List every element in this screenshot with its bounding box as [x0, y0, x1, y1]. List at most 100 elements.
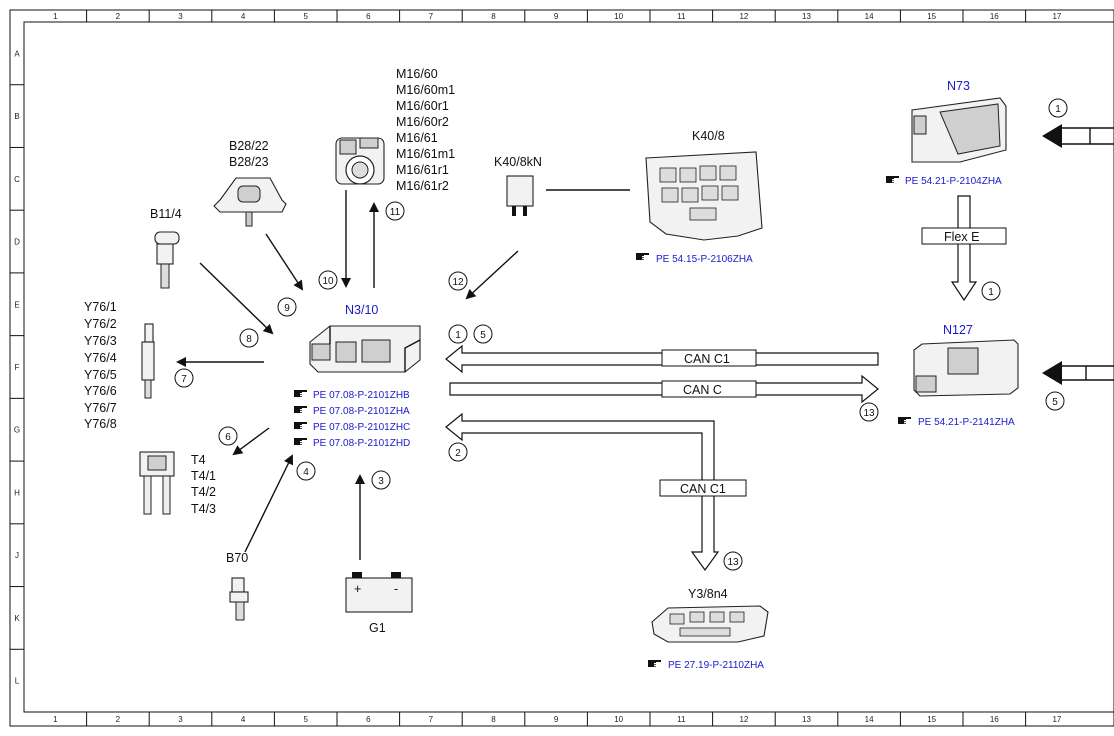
y3-8n4-label: Y3/8n4 — [688, 587, 728, 601]
n3-10-ref-3[interactable]: PE 07.08-P-2101ZHC — [313, 422, 410, 433]
grid-col-label: 8 — [491, 12, 496, 21]
k40-8-label: K40/8 — [692, 129, 725, 143]
n73-ref[interactable]: PE 54.21-P-2104ZHA — [905, 176, 1002, 187]
grid-col-label: 8 — [491, 715, 496, 724]
y3-8n4-ref[interactable]: PE 27.19-P-2110ZHA — [668, 660, 764, 671]
m16-label: M16/61m1 — [396, 147, 455, 161]
grid-col-label: 15 — [927, 12, 936, 21]
y76-label-list: Y76/1 Y76/2 Y76/3 Y76/4 Y76/5 Y76/6 Y76/… — [84, 300, 117, 431]
callout-markers: 8 9 10 11 12 7 6 4 3 1 5 2 13 13 1 1 5 — [174, 98, 1068, 571]
callout-10: 10 — [318, 270, 338, 290]
grid-col-label: 16 — [990, 715, 999, 724]
grid-col-label: 11 — [677, 715, 686, 724]
t4-label: T4 — [191, 453, 206, 467]
svg-text:10: 10 — [322, 276, 334, 287]
grid-col-label: 5 — [303, 715, 308, 724]
b11-4-sensor: B11/4 — [150, 207, 182, 289]
grid-col-label: 14 — [865, 715, 874, 724]
can-c1-down-label: CAN C1 — [680, 482, 726, 496]
grid-col-label: 13 — [802, 715, 811, 724]
pointing-hand-icon — [636, 253, 649, 260]
callout-7: 7 — [174, 368, 194, 388]
n3-10-ref-4[interactable]: PE 07.08-P-2101ZHD — [313, 438, 410, 449]
callout-13-can: 13 — [859, 402, 879, 422]
arrow-8 — [199, 262, 274, 335]
battery-minus-label: - — [394, 582, 398, 596]
grid-col-label: 6 — [366, 12, 371, 21]
k40-8-ref[interactable]: PE 54.15-P-2106ZHA — [656, 254, 753, 265]
m16-throttle-valve: M16/60 M16/60m1 M16/60r1 M16/60r2 M16/61… — [335, 67, 455, 193]
grid-col-label: 4 — [241, 715, 246, 724]
incoming-n127-arrow — [1042, 361, 1114, 385]
b28-label-2: B28/23 — [229, 155, 269, 169]
svg-text:2: 2 — [455, 448, 461, 459]
svg-text:1: 1 — [988, 287, 994, 298]
connection-lines — [176, 189, 630, 560]
callout-3: 3 — [371, 470, 391, 490]
t4-label: T4/3 — [191, 502, 216, 516]
k40-8kn-label: K40/8kN — [494, 155, 542, 169]
callout-1-flex: 1 — [981, 281, 1001, 301]
y76-label: Y76/1 — [84, 300, 117, 314]
svg-text:7: 7 — [181, 374, 187, 385]
callout-5-can: 5 — [473, 324, 493, 344]
n127-control-unit: N127 PE 54.21-P-2141ZHA — [898, 323, 1019, 428]
grid-row-label: F — [15, 363, 20, 372]
grid-col-label: 15 — [927, 715, 936, 724]
grid-row-label: C — [14, 175, 20, 184]
n127-ref[interactable]: PE 54.21-P-2141ZHA — [918, 417, 1015, 428]
g1-battery: + - G1 — [345, 572, 413, 635]
grid-col-label: 7 — [429, 12, 434, 21]
b70-sensor: B70 — [226, 551, 249, 621]
grid-row-label: J — [15, 551, 19, 560]
grid-col-label: 2 — [116, 12, 121, 21]
grid-col-label: 6 — [366, 715, 371, 724]
y76-label: Y76/6 — [84, 384, 117, 398]
grid-col-label: 3 — [178, 715, 183, 724]
can-c-label: CAN C — [683, 383, 722, 397]
grid-col-label: 9 — [554, 715, 559, 724]
callout-4: 4 — [296, 461, 316, 481]
grid-col-label: 17 — [1052, 715, 1061, 724]
svg-text:12: 12 — [452, 277, 464, 288]
grid-col-label: 1 — [53, 715, 58, 724]
svg-text:1: 1 — [1055, 104, 1061, 115]
n73-label: N73 — [947, 79, 970, 93]
b70-label: B70 — [226, 551, 248, 565]
b28-pressure-sensor: B28/22 B28/23 — [213, 139, 287, 227]
grid-col-label: 13 — [802, 12, 811, 21]
grid-col-label: 17 — [1052, 12, 1061, 21]
n3-10-ref-2[interactable]: PE 07.08-P-2101ZHA — [313, 406, 410, 417]
can-c1-bus-down: CAN C1 — [445, 412, 747, 572]
incoming-n73-arrow — [1042, 124, 1114, 148]
grid-row-label: L — [15, 677, 20, 686]
flex-e-bus: Flex E — [921, 195, 1007, 302]
arrow-12 — [465, 250, 519, 300]
n3-10-ref-1[interactable]: PE 07.08-P-2101ZHB — [313, 390, 410, 401]
svg-text:5: 5 — [480, 330, 486, 341]
grid-col-label: 12 — [739, 715, 748, 724]
svg-text:1: 1 — [455, 330, 461, 341]
battery-plus-label: + — [354, 582, 361, 596]
b28-label-1: B28/22 — [229, 139, 269, 153]
pointing-hand-icon — [898, 417, 911, 424]
svg-text:11: 11 — [390, 207, 401, 218]
y3-8n4-control-unit: Y3/8n4 PE 27.19-P-2110ZHA — [648, 587, 769, 671]
svg-text:6: 6 — [225, 432, 231, 443]
can-c1-top-label: CAN C1 — [684, 352, 730, 366]
m16-label: M16/60r2 — [396, 115, 449, 129]
can-c1-bus-top: CAN C1 — [445, 344, 879, 374]
n127-label: N127 — [943, 323, 973, 337]
pointing-hand-icon — [648, 660, 661, 667]
m16-label: M16/60m1 — [396, 83, 455, 97]
grid-col-label: 9 — [554, 12, 559, 21]
arrow-4 — [244, 454, 293, 553]
callout-1-can: 1 — [448, 324, 468, 344]
callout-1-n73: 1 — [1048, 98, 1068, 118]
grid-row-label: K — [14, 614, 20, 623]
svg-text:9: 9 — [284, 303, 290, 314]
grid-col-label: 10 — [614, 12, 623, 21]
pointing-hand-icon — [294, 438, 307, 445]
